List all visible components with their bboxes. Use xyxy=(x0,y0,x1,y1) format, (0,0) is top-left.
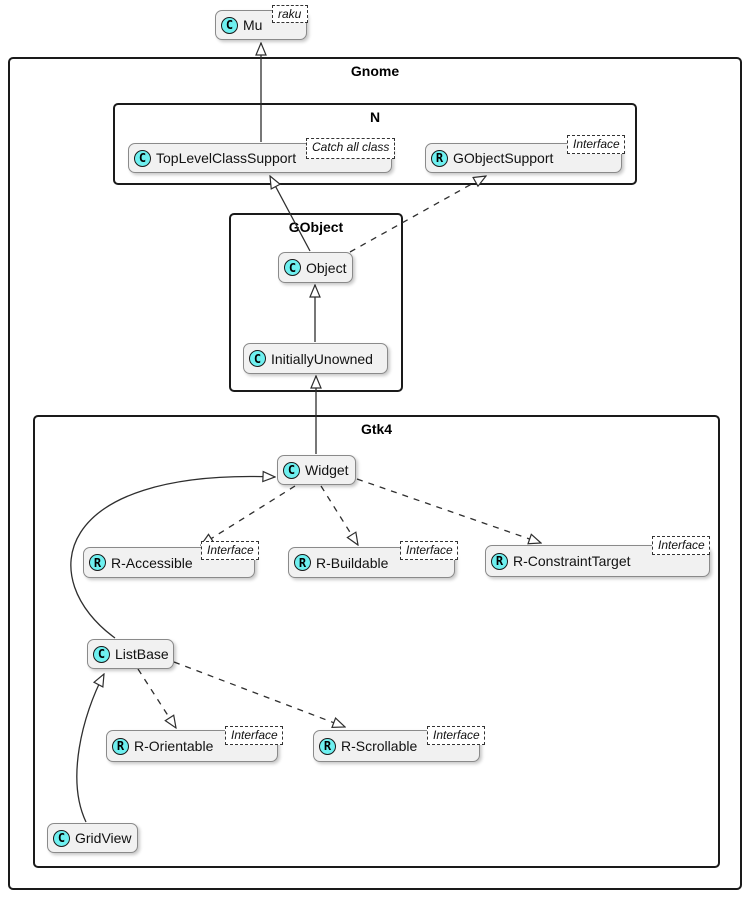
spot-letter: R xyxy=(93,555,102,570)
spot-letter: C xyxy=(253,351,262,366)
note-interface-rbuildable: Interface xyxy=(400,541,458,560)
package-gtk4-title: Gtk4 xyxy=(360,421,393,437)
note-catch-all-class: Catch all class xyxy=(306,138,395,159)
spot-letter: C xyxy=(287,463,296,477)
role-gobjectsupport: R GObjectSupport xyxy=(425,143,622,173)
note-interface-rscrollable: Interface xyxy=(427,726,485,745)
class-label: Object xyxy=(306,259,347,276)
package-gnome-title: Gnome xyxy=(350,63,400,79)
note-interface-rorientable: Interface xyxy=(225,726,283,745)
spot-letter: R xyxy=(323,739,332,753)
role-spot-icon: R xyxy=(112,737,129,755)
class-label: Widget xyxy=(305,462,349,478)
class-gridview: C GridView xyxy=(47,823,138,853)
class-label: ListBase xyxy=(115,646,169,662)
role-spot-icon: R xyxy=(491,552,508,570)
package-gobject-title: GObject xyxy=(288,219,344,235)
note-interface-rconstrainttarget: Interface xyxy=(652,536,710,555)
role-spot-icon: R xyxy=(319,737,336,755)
note-raku: raku xyxy=(272,5,308,23)
note-interface-raccessible: Interface xyxy=(201,541,259,560)
class-label: InitiallyUnowned xyxy=(271,350,373,367)
class-spot-icon: C xyxy=(134,149,151,167)
package-gtk4: Gtk4 xyxy=(33,415,720,868)
class-label: R-Scrollable xyxy=(341,738,418,754)
class-initiallyunowned: C InitiallyUnowned xyxy=(243,343,388,374)
class-label: TopLevelClassSupport xyxy=(156,150,297,166)
role-rorientable: R R-Orientable xyxy=(106,730,278,762)
class-label: GObjectSupport xyxy=(453,150,554,166)
class-spot-icon: C xyxy=(53,829,70,847)
class-spot-icon: C xyxy=(284,259,301,276)
class-label: Mu xyxy=(243,17,263,33)
class-listbase: C ListBase xyxy=(87,639,174,669)
package-n-title: N xyxy=(369,109,381,125)
class-label: GridView xyxy=(75,830,132,846)
class-label: R-Accessible xyxy=(111,554,193,571)
role-rscrollable: R R-Scrollable xyxy=(313,730,480,762)
spot-letter: C xyxy=(225,18,234,32)
package-gnome: Gnome xyxy=(8,57,742,890)
spot-letter: C xyxy=(97,647,106,661)
role-rconstrainttarget: R R-ConstraintTarget xyxy=(485,545,710,577)
class-label: R-Orientable xyxy=(134,738,214,754)
class-spot-icon: C xyxy=(249,350,266,367)
spot-letter: R xyxy=(116,739,125,753)
class-spot-icon: C xyxy=(283,461,300,479)
spot-letter: C xyxy=(138,151,147,165)
class-widget: C Widget xyxy=(277,455,356,485)
class-label: R-ConstraintTarget xyxy=(513,553,631,569)
class-label: R-Buildable xyxy=(316,554,389,571)
class-object: C Object xyxy=(278,252,353,283)
spot-letter: R xyxy=(298,555,307,570)
note-interface-gobjectsupport: Interface xyxy=(567,135,625,154)
class-spot-icon: C xyxy=(221,16,238,34)
role-spot-icon: R xyxy=(294,554,311,571)
class-mu: C Mu xyxy=(215,10,307,40)
spot-letter: C xyxy=(57,831,66,845)
class-spot-icon: C xyxy=(93,645,110,663)
spot-letter: R xyxy=(495,554,504,568)
role-spot-icon: R xyxy=(431,149,448,167)
spot-letter: C xyxy=(288,260,297,275)
role-spot-icon: R xyxy=(89,554,106,571)
spot-letter: R xyxy=(435,151,444,165)
